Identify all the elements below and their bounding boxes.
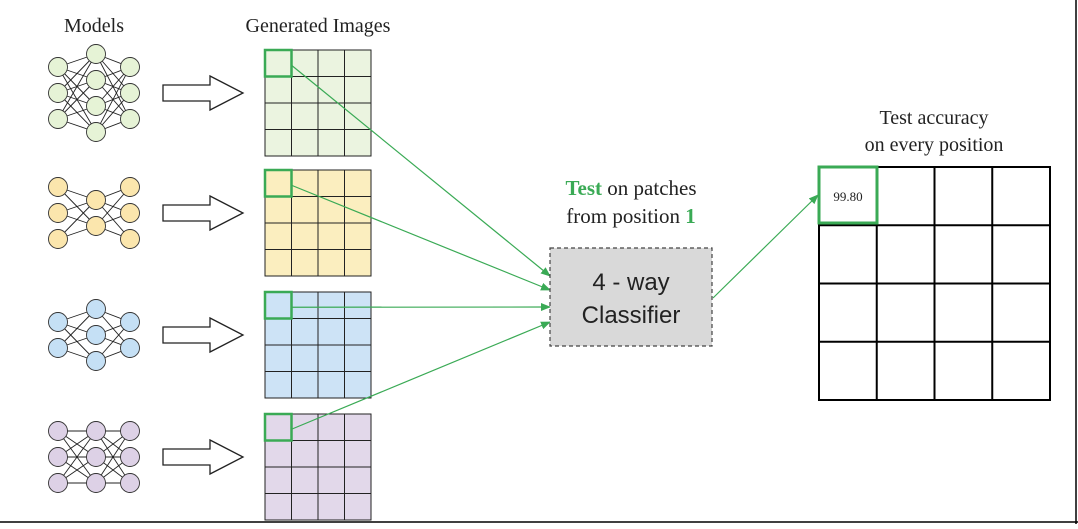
network-node bbox=[49, 178, 68, 197]
neural-network-icon bbox=[49, 300, 140, 371]
result-title-line1: Test accuracy bbox=[879, 107, 988, 129]
generated-images-header: Generated Images bbox=[246, 15, 391, 37]
generated-image bbox=[265, 50, 371, 156]
test-line2-prefix: from position bbox=[566, 204, 685, 228]
network-node bbox=[121, 339, 140, 358]
network-node bbox=[49, 422, 68, 441]
network-node bbox=[121, 110, 140, 129]
result-title-line2: on every position bbox=[865, 134, 1004, 156]
network-node bbox=[87, 352, 106, 371]
network-node bbox=[121, 474, 140, 493]
generated-image bbox=[265, 292, 371, 398]
classifier-box bbox=[550, 248, 712, 346]
network-node bbox=[87, 191, 106, 210]
classifier-to-grid-arrow bbox=[713, 195, 818, 298]
network-node bbox=[121, 448, 140, 467]
network-node bbox=[121, 422, 140, 441]
network-node bbox=[49, 230, 68, 249]
right-arrow-icon bbox=[163, 196, 243, 230]
position-number: 1 bbox=[685, 204, 696, 228]
classifier-line1: 4 - way bbox=[592, 269, 669, 296]
network-node bbox=[87, 326, 106, 345]
classifier-line2: Classifier bbox=[582, 302, 681, 329]
network-node bbox=[121, 313, 140, 332]
generated-image bbox=[265, 170, 371, 276]
network-node bbox=[87, 45, 106, 64]
neural-network-icon bbox=[49, 422, 140, 493]
neural-network-icon bbox=[49, 178, 140, 249]
test-label-line1: Test on patches bbox=[565, 176, 696, 200]
network-node bbox=[121, 58, 140, 77]
network-node bbox=[49, 84, 68, 103]
row-green-model bbox=[49, 45, 372, 157]
network-node bbox=[121, 178, 140, 197]
accuracy-value: 99.80 bbox=[833, 189, 862, 204]
network-node bbox=[121, 84, 140, 103]
test-label-line2: from position 1 bbox=[566, 204, 696, 228]
network-node bbox=[87, 123, 106, 142]
network-node bbox=[49, 204, 68, 223]
network-node bbox=[49, 339, 68, 358]
network-node bbox=[87, 97, 106, 116]
neural-network-icon bbox=[49, 45, 140, 142]
generated-image bbox=[265, 414, 371, 520]
network-node bbox=[87, 448, 106, 467]
network-node bbox=[121, 230, 140, 249]
row-yellow-model bbox=[49, 170, 372, 276]
row-blue-model bbox=[49, 292, 372, 398]
network-node bbox=[87, 422, 106, 441]
right-arrow-icon bbox=[163, 76, 243, 110]
test-word: Test bbox=[565, 176, 602, 200]
network-node bbox=[87, 71, 106, 90]
network-node bbox=[49, 58, 68, 77]
network-node bbox=[87, 300, 106, 319]
row-purple-model bbox=[49, 414, 372, 520]
right-arrow-icon bbox=[163, 440, 243, 474]
network-node bbox=[49, 110, 68, 129]
rows-layer bbox=[49, 45, 372, 521]
network-node bbox=[87, 474, 106, 493]
network-node bbox=[49, 313, 68, 332]
right-arrow-icon bbox=[163, 318, 243, 352]
test-line1-rest: on patches bbox=[602, 176, 696, 200]
network-node bbox=[49, 474, 68, 493]
network-node bbox=[87, 217, 106, 236]
network-node bbox=[49, 448, 68, 467]
models-header: Models bbox=[64, 15, 124, 37]
network-node bbox=[121, 204, 140, 223]
